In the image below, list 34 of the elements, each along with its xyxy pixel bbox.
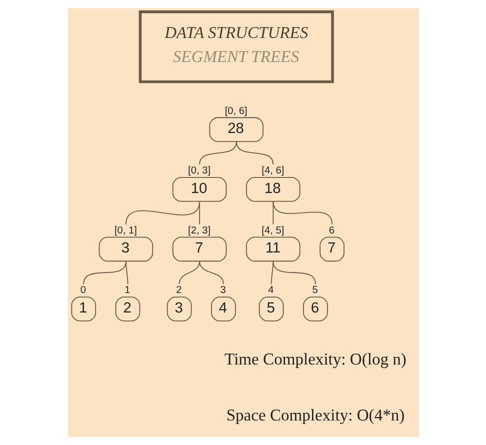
- node-label: 0: [80, 285, 86, 296]
- connector: [178, 260, 200, 285]
- label: Time Complexity: O(log n): [224, 350, 406, 369]
- connector: [125, 200, 200, 225]
- node-label: [2, 3]: [188, 225, 210, 236]
- connector: [198, 260, 224, 285]
- node-label: 1: [124, 285, 130, 296]
- connector: [270, 260, 274, 285]
- node-box: 28: [208, 117, 263, 142]
- node-label: [0, 1]: [114, 225, 136, 236]
- node-label: 5: [312, 285, 318, 296]
- node-box: 7: [172, 236, 226, 262]
- node-box: DATA STRUCTURES SEGMENT TREES: [138, 10, 334, 84]
- node-box: 10: [172, 176, 226, 202]
- node-box: 11: [246, 236, 300, 262]
- node-box: 3: [98, 236, 153, 262]
- connector: [125, 260, 128, 285]
- node-label: [4, 5]: [261, 225, 284, 236]
- connector: [82, 260, 126, 285]
- connector: [272, 200, 274, 225]
- label: Space Complexity: O(4*n): [226, 406, 404, 425]
- node-label: [4, 6]: [261, 166, 284, 177]
- node-box: 18: [246, 176, 300, 202]
- connector: [198, 141, 236, 165]
- node-label: 4: [268, 285, 274, 296]
- connector: [272, 200, 332, 225]
- node-label: 6: [328, 225, 334, 236]
- node-label: [0, 3]: [188, 166, 210, 177]
- node-label: [0, 6]: [224, 106, 247, 117]
- connector: [198, 200, 200, 225]
- node-label: 3: [220, 285, 226, 296]
- connector: [272, 260, 316, 285]
- node-label: 2: [176, 285, 182, 296]
- connector: [235, 141, 274, 165]
